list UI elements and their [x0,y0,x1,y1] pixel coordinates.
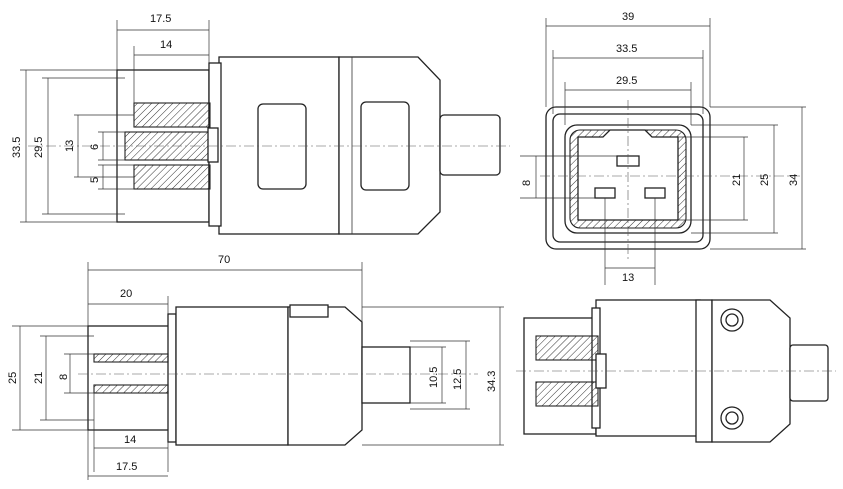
dim-25-front: 25 [759,174,771,186]
dim-33-5-left: 33.5 [11,137,23,158]
cable-b [361,346,411,404]
front-flange-b [87,325,171,431]
screw-head-bottom [720,406,744,430]
dim-17-5-bottom: 17.5 [116,461,137,473]
dim-29-5-left: 29.5 [33,137,45,158]
pin-top [133,102,211,128]
side-view-top: 17.5 14 33.5 29.5 13 6 5 [11,13,510,235]
dim-25-side: 25 [7,372,19,384]
dim-21-side: 21 [33,372,45,384]
front-flange-c [523,317,597,435]
dim-70: 70 [218,254,230,266]
top-view [516,299,836,443]
dim-39: 39 [622,11,634,23]
collar-b [167,313,177,443]
cable-c [789,344,829,402]
dim-6: 6 [89,144,101,150]
body-c [595,299,701,437]
body-main [218,56,340,235]
rear-cap [338,56,441,235]
dim-33-5-top: 33.5 [616,43,637,55]
pin-c-top [535,335,599,361]
dim-17-5-top: 17.5 [150,13,171,25]
pin-block [207,127,219,163]
live-slot [594,187,616,199]
pin-b-top [93,353,169,363]
screw-head-top [720,308,744,332]
pin-b-bottom [93,384,169,394]
dim-13-front: 13 [622,272,634,284]
screw-inner-top [725,313,739,327]
dim-29-5-top: 29.5 [616,75,637,87]
cable [439,114,501,176]
dim-20: 20 [120,288,132,300]
dim-8-front: 8 [521,180,533,186]
dim-5: 5 [89,177,101,183]
cap-tab [289,304,329,318]
body-b [175,306,289,446]
rear-cap-b [287,306,363,446]
window-1 [257,103,307,190]
side-view-bottom: 70 20 25 21 8 10.5 12.5 34.3 14 17.5 [7,254,504,480]
dim-13: 13 [64,140,76,152]
dim-14-top: 14 [160,39,172,51]
dim-8-side: 8 [58,374,70,380]
front-view: 39 33.5 29.5 8 21 25 34 13 [520,11,806,285]
neutral-slot [644,187,666,199]
dim-34-front: 34 [788,174,800,186]
dim-21-front: 21 [731,174,743,186]
dim-12-5: 12.5 [452,369,464,390]
screw-inner-bottom [725,411,739,425]
pin-c-bottom [535,381,599,407]
pin-bottom [133,164,211,190]
dim-14-bottom: 14 [124,434,136,446]
dim-34-3: 34.3 [486,371,498,392]
dim-10-5: 10.5 [428,367,440,388]
